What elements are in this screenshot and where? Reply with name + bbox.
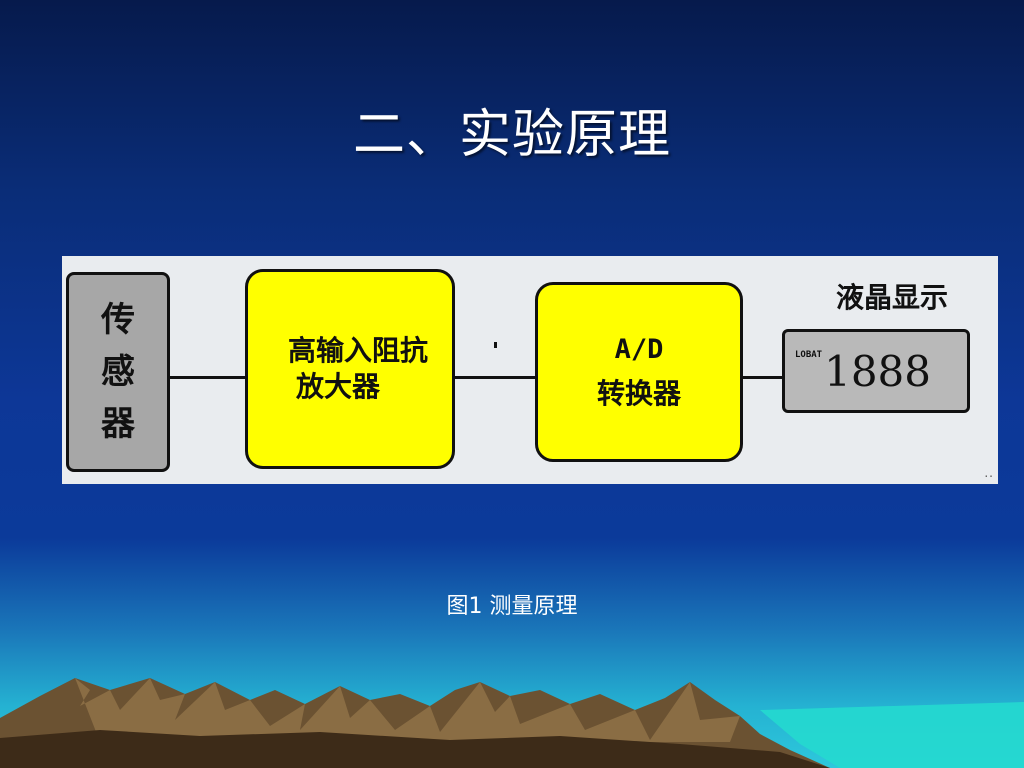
sensor-label-line: 传 — [101, 300, 135, 340]
sensor-label-line: 器 — [101, 404, 135, 444]
wire-sensor-to-amplifier — [170, 376, 245, 379]
adc-label-line: A/D — [614, 334, 664, 365]
adc-block: A/D 转换器 — [535, 282, 743, 462]
sensor-block: 传 感 器 — [66, 272, 170, 472]
sensor-label-line: 感 — [101, 352, 135, 392]
lcd-label: 液晶显示 — [835, 281, 948, 314]
amplifier-label-line: 高输入阻抗 — [287, 334, 428, 367]
lcd-display-block: LOBAT 1888 — [782, 329, 970, 413]
wire-amplifier-to-adc — [455, 376, 535, 379]
mountain-range-decoration — [0, 678, 1024, 768]
amplifier-block: 高输入阻抗 放大器 — [245, 269, 455, 469]
adc-label-line: 转换器 — [596, 377, 681, 410]
corner-mark: .. — [984, 466, 994, 480]
sea-shoreline — [760, 702, 1024, 768]
wire-adc-to-lcd — [743, 376, 782, 379]
mountain-shadow — [0, 730, 830, 768]
lcd-reading: 1888 — [824, 346, 931, 396]
lcd-low-battery-text: LOBAT — [795, 350, 823, 360]
mountain-highlight — [75, 678, 740, 742]
stray-mark — [494, 342, 497, 348]
block-diagram: 传 感 器 高输入阻抗 放大器 A/D 转换器 液晶显示 LOBAT 1888 … — [62, 256, 998, 484]
slide-title: 二、实验原理 — [352, 105, 671, 165]
amplifier-label-line: 放大器 — [295, 370, 380, 403]
figure-caption: 图1 测量原理 — [446, 594, 578, 619]
